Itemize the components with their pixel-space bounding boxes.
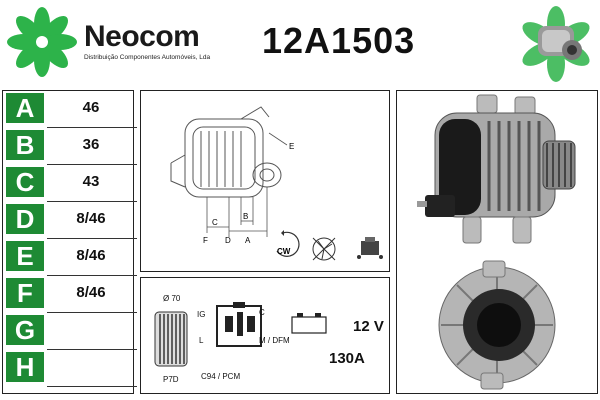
alternator-line-drawing: E C B F D A CW: [170, 106, 383, 261]
terminal-c: C: [259, 308, 265, 317]
spec-letter: A: [6, 93, 44, 123]
diagram-label-b: B: [243, 212, 248, 221]
cw-rotation-icon: CW: [276, 230, 300, 257]
spec-value: 8/46: [76, 284, 106, 301]
dimension-diagram-panel: E C B F D A CW: [140, 90, 390, 272]
pulley-diameter: Ø 70: [163, 294, 181, 303]
spec-value: 8/46: [76, 210, 106, 227]
logo-flower-icon: [7, 7, 77, 77]
spec-letter: F: [6, 278, 44, 308]
spec-letter: C: [6, 167, 44, 197]
brand-subtitle: Distribuição Componentes Automóveis, Lda: [84, 54, 211, 61]
spec-value: 43: [82, 173, 100, 190]
terminal-m: M / DFM: [259, 336, 290, 345]
pulley-type: P7D: [163, 375, 179, 384]
row-divider: [47, 386, 137, 387]
row-divider: [47, 164, 137, 165]
row-divider: [47, 349, 137, 350]
spec-row: B 36: [3, 128, 135, 162]
connector-code: C94 / PCM: [201, 372, 241, 381]
terminal-l: L: [199, 336, 204, 345]
part-number: 12A1503: [262, 20, 416, 61]
brand-name: Neocom: [84, 20, 200, 53]
pulley-icon: [154, 311, 188, 367]
spec-letter: H: [6, 352, 44, 382]
product-thumbnail: [522, 6, 590, 82]
spec-value: [49, 313, 133, 347]
rotation-label: CW: [277, 247, 291, 256]
row-divider: [47, 275, 137, 276]
row-divider: [47, 238, 137, 239]
diagram-label-f: F: [203, 236, 208, 245]
terminal-ig: IG: [197, 310, 206, 319]
spec-letter: D: [6, 204, 44, 234]
diagram-label-e: E: [289, 142, 294, 151]
amperage: 130A: [329, 350, 365, 367]
row-divider: [47, 127, 137, 128]
spec-value: 46: [82, 99, 100, 116]
spec-value: 36: [82, 136, 100, 153]
spec-row: E 8/46: [3, 239, 135, 273]
spec-row: F 8/46: [3, 276, 135, 310]
spec-letter: B: [6, 130, 44, 160]
row-divider: [47, 201, 137, 202]
plug-connector-diagram: [216, 302, 262, 347]
spec-value: 8/46: [76, 247, 106, 264]
no-fan-icon: [312, 237, 336, 261]
spec-letter: E: [6, 241, 44, 271]
row-divider: [47, 312, 137, 313]
alternator-photo-side: [417, 94, 576, 244]
spec-row: C 43: [3, 165, 135, 199]
spec-table: A 46 B 36 C 43 D 8/46 E 8/46 F 8/46 G H: [2, 90, 137, 394]
spec-value: [49, 350, 133, 384]
spec-row: G: [3, 313, 135, 347]
diagram-label-a: A: [245, 236, 251, 245]
product-photo-panel: [396, 90, 598, 394]
electrical-info-panel: Ø 70 P7D IG L C M / DFM C94 / PCM 12 V 1…: [140, 277, 390, 394]
diagram-label-d: D: [225, 236, 231, 245]
diagram-label-c: C: [212, 218, 218, 227]
voltage: 12 V: [353, 318, 384, 335]
spec-letter: G: [6, 315, 44, 345]
connector-icon: [357, 237, 383, 259]
spec-row: A 46: [3, 91, 135, 125]
spec-row: H: [3, 350, 135, 384]
battery-icon: [291, 313, 327, 334]
spec-row: D 8/46: [3, 202, 135, 236]
alternator-photo-front: [438, 260, 556, 390]
